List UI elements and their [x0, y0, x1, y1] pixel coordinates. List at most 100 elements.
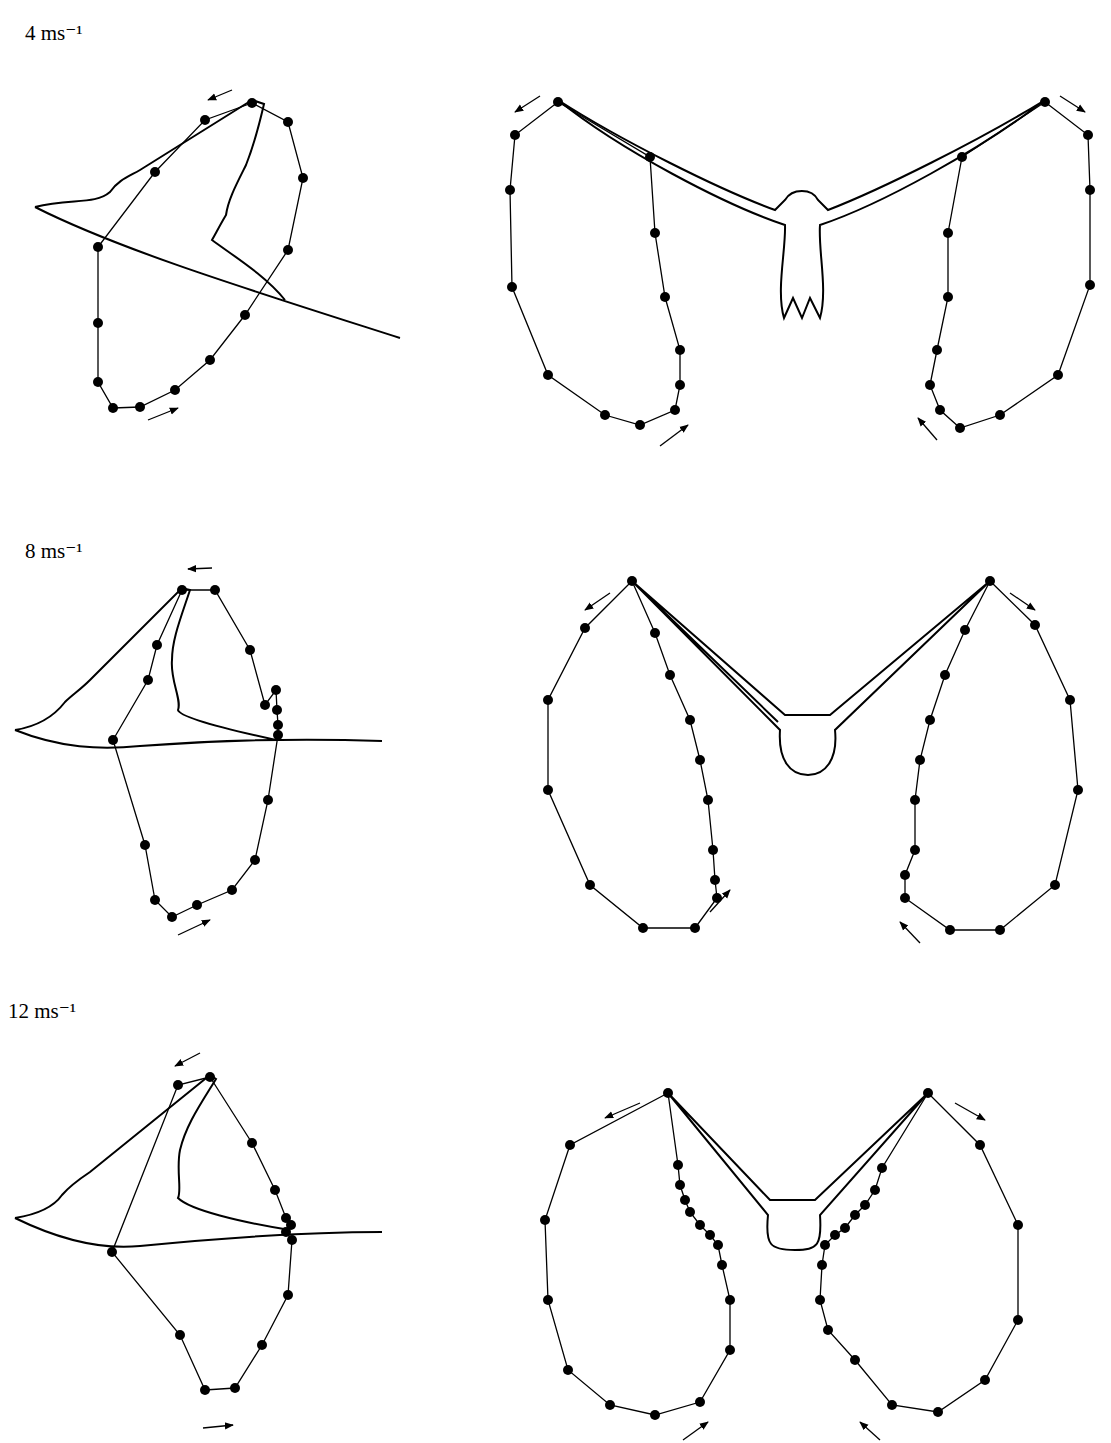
direction-arrow: [188, 568, 212, 569]
wingtip-dot: [690, 923, 700, 933]
wingtip-dot: [1013, 1315, 1023, 1325]
wingtip-dot: [870, 1185, 880, 1195]
wingtip-dot: [817, 1260, 827, 1270]
wingtip-dot: [108, 735, 118, 745]
direction-arrow: [683, 1422, 708, 1440]
wingtip-dot: [712, 893, 722, 903]
wingtip-dot: [107, 1247, 117, 1257]
wingtip-dot: [850, 1210, 860, 1220]
wingtip-dot: [1083, 130, 1093, 140]
wingtip-dot: [247, 1138, 257, 1148]
wingtip-dot: [553, 97, 563, 107]
wingtip-dot: [283, 1290, 293, 1300]
wingtip-dot: [140, 840, 150, 850]
wingtip-dot: [695, 755, 705, 765]
wingtip-dot: [93, 377, 103, 387]
wingtip-dot: [173, 1080, 183, 1090]
bird-outline: [632, 581, 990, 775]
wingtip-dot: [272, 705, 282, 715]
wingtip-dot: [830, 1230, 840, 1240]
wingtip-dot: [565, 1140, 575, 1150]
wingtip-dot: [150, 167, 160, 177]
wingtip-dot: [670, 405, 680, 415]
direction-arrow: [918, 418, 937, 440]
wingtip-dot: [725, 1345, 735, 1355]
direction-arrow: [710, 890, 730, 912]
wingtip-dot: [543, 1295, 553, 1305]
direction-arrow: [1060, 96, 1085, 112]
wingtip-dot: [192, 900, 202, 910]
direction-arrow: [605, 1103, 640, 1118]
wingtip-dot: [605, 1400, 615, 1410]
wingtip-dot: [823, 1325, 833, 1335]
wingtip-dot: [910, 845, 920, 855]
wingtip-dot: [960, 625, 970, 635]
wingtip-dot: [250, 855, 260, 865]
wingtip-dot: [940, 670, 950, 680]
wingtip-dot: [1085, 280, 1095, 290]
wingtip-dot: [227, 885, 237, 895]
wingtip-dot: [985, 576, 995, 586]
wingtip-dot: [580, 623, 590, 633]
wingtip-dot: [685, 1207, 695, 1217]
wingtip-dot: [705, 1230, 715, 1240]
wingtip-dot: [507, 282, 517, 292]
direction-arrow: [175, 1053, 200, 1066]
wingtip-dot: [210, 585, 220, 595]
bird-outline: [35, 100, 400, 338]
wingtip-dot: [543, 695, 553, 705]
wingtip-dot: [650, 1410, 660, 1420]
wingtip-dot: [93, 318, 103, 328]
direction-arrow: [1010, 593, 1035, 610]
wingtip-path: [548, 581, 717, 928]
wingtip-dot: [175, 1330, 185, 1340]
wingtip-dot: [900, 893, 910, 903]
wingtip-dot: [980, 1375, 990, 1385]
wingtip-dot: [975, 1140, 985, 1150]
wingtip-dot: [1073, 785, 1083, 795]
wingtip-dot: [1013, 1220, 1023, 1230]
wingtip-path: [905, 581, 1078, 930]
wingtip-dot: [273, 730, 283, 740]
direction-arrow: [148, 408, 178, 420]
direction-arrow: [515, 96, 540, 112]
wingtip-dot: [955, 423, 965, 433]
wingtip-dot: [995, 925, 1005, 935]
wingtip-dot: [815, 1295, 825, 1305]
wingtip-dot: [1040, 97, 1050, 107]
bird-outline: [15, 1075, 382, 1247]
wingtip-dot: [627, 576, 637, 586]
wingtip-dot: [298, 173, 308, 183]
wingtip-path: [113, 590, 278, 917]
wingtip-dot: [270, 1185, 280, 1195]
wingtip-dot: [685, 715, 695, 725]
wingtip-dot: [540, 1215, 550, 1225]
bird-outline: [558, 100, 1045, 318]
wingtip-dot: [1065, 695, 1075, 705]
wingtip-dot: [945, 925, 955, 935]
wingtip-dot: [200, 1385, 210, 1395]
wingtip-dot: [663, 1088, 673, 1098]
wingtip-dot: [585, 880, 595, 890]
wingtip-dot: [283, 245, 293, 255]
direction-arrow: [203, 1425, 233, 1428]
wingtip-dot: [943, 228, 953, 238]
wingtip-dot: [650, 628, 660, 638]
wingtip-dot: [645, 152, 655, 162]
speed-label: 8 ms⁻¹: [25, 540, 83, 563]
wingtip-dot: [543, 370, 553, 380]
wingtip-dot: [1085, 185, 1095, 195]
wingtip-path: [112, 1077, 292, 1390]
direction-arrow: [900, 922, 920, 943]
wingtip-dot: [281, 1227, 291, 1237]
wingtip-dot: [1050, 880, 1060, 890]
wingtip-dot: [638, 923, 648, 933]
wingtip-dot: [675, 1180, 685, 1190]
wingtip-dot: [135, 402, 145, 412]
wingtip-dot: [1053, 370, 1063, 380]
direction-arrow: [208, 90, 232, 100]
wingtip-dot: [150, 895, 160, 905]
direction-arrow: [585, 593, 610, 610]
wingtip-dot: [925, 380, 935, 390]
wingtip-dot: [665, 670, 675, 680]
